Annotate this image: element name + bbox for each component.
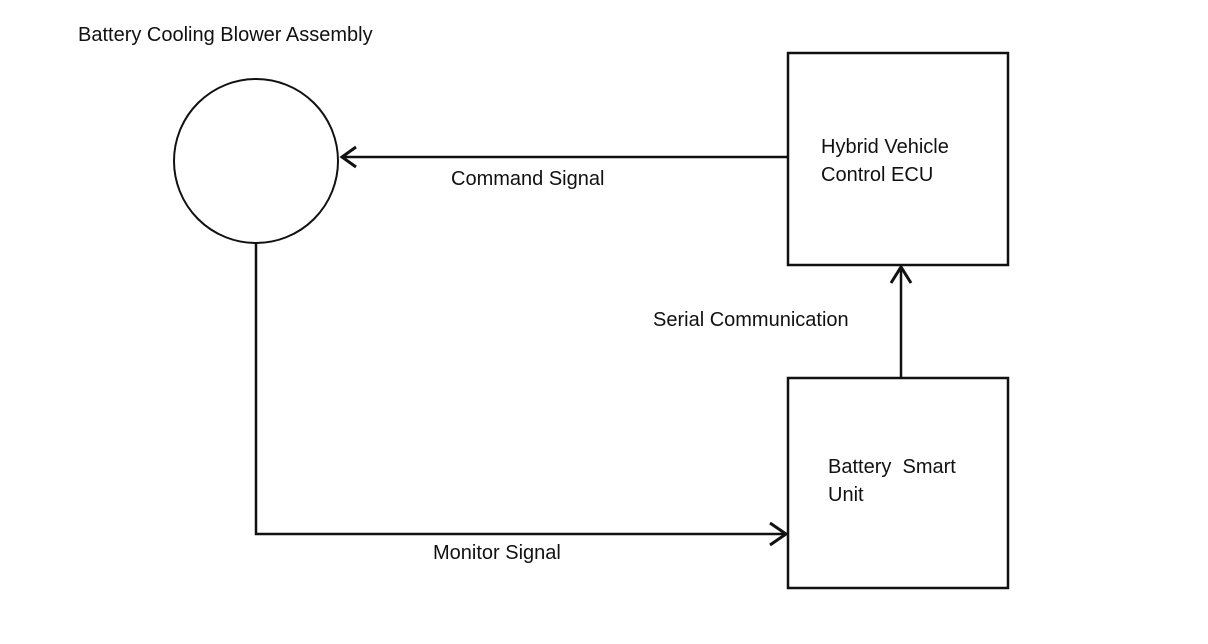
- command-signal-arrowhead: [339, 145, 357, 169]
- hv-control-ecu-label-line1: Hybrid Vehicle: [821, 136, 949, 158]
- serial-communication-label: Serial Communication: [653, 309, 849, 331]
- serial-communication-arrowhead: [889, 264, 913, 284]
- blower-circle: [173, 78, 339, 244]
- hv-control-ecu-label-line2: Control ECU: [821, 164, 933, 186]
- blower-assembly-label: Battery Cooling Blower Assembly: [78, 24, 373, 46]
- battery-smart-unit-label-line1: Battery Smart: [828, 456, 956, 478]
- battery-smart-unit-box: [786, 376, 1010, 590]
- command-signal-label: Command Signal: [451, 168, 604, 190]
- monitor-signal-arrowhead: [769, 521, 789, 547]
- battery-smart-unit-label-line2: Unit: [828, 484, 864, 506]
- monitor-signal-label: Monitor Signal: [433, 542, 561, 564]
- hv-control-ecu-box: [786, 51, 1010, 267]
- monitor-signal-line: [254, 243, 786, 536]
